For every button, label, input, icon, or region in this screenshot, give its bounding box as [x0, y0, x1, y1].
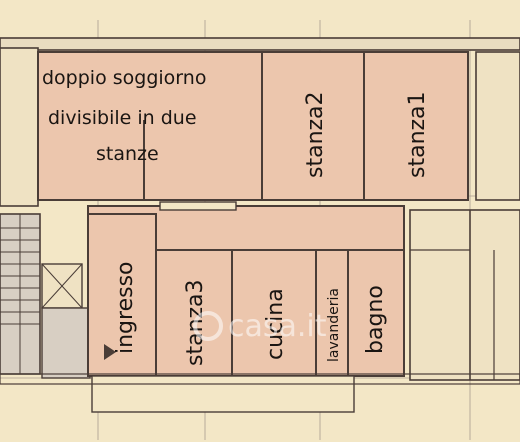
soggiorno-label-line1: doppio soggiorno — [42, 67, 206, 89]
room-stanza2 — [261, 51, 365, 201]
bottom-wall-band — [0, 373, 520, 385]
stairwell — [0, 213, 91, 379]
bagno-label: bagno — [363, 285, 388, 354]
watermark: casa.it — [193, 309, 327, 344]
entrance-arrow-icon — [104, 344, 116, 360]
corridor-window — [159, 201, 237, 211]
stanza1-label: stanza1 — [405, 91, 430, 178]
room-lavanderia — [315, 249, 349, 377]
watermark-text: casa.it — [228, 309, 327, 344]
room-stanza3 — [155, 249, 233, 377]
balcony — [91, 375, 355, 413]
left-outer-wall — [0, 47, 39, 207]
room-doppio-soggiorno — [37, 51, 263, 201]
top-wall-band — [0, 37, 520, 51]
room-stanza1 — [363, 51, 469, 201]
soggiorno-label-line3: stanze — [96, 143, 159, 165]
cucina-label: cucina — [263, 288, 288, 360]
stanza2-label: stanza2 — [303, 91, 328, 178]
watermark-logo-icon — [193, 311, 223, 341]
neighbour-lower-right — [409, 209, 520, 381]
soggiorno-label-line2: divisibile in due — [48, 107, 197, 129]
lavanderia-label: lavanderia — [326, 288, 342, 362]
neighbour-right — [475, 51, 520, 201]
room-bagno — [347, 249, 405, 377]
ingresso-label: ingresso — [113, 261, 138, 354]
